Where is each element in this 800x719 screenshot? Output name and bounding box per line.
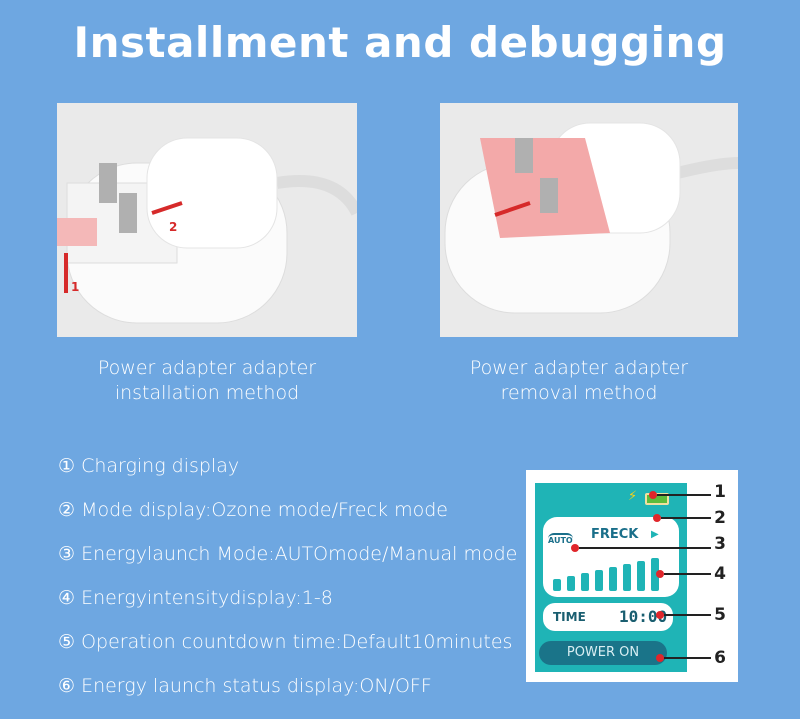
play-icon: ▶ — [651, 529, 659, 540]
callout-5: 5 — [714, 605, 726, 625]
caption-line: Power adapter adapter — [469, 357, 689, 379]
callout-6: 6 — [714, 648, 726, 668]
callout-3: 3 — [714, 534, 726, 554]
intensity-bars — [553, 557, 659, 591]
time-box: TIME 10:00 — [543, 603, 673, 631]
installation-photo: 2 1 — [57, 103, 357, 337]
feature-item: ③ Energylaunch Mode:AUTOmode/Manual mode — [58, 543, 518, 565]
auto-label: AUTO — [548, 533, 573, 545]
marker-1: 1 — [71, 280, 79, 294]
intensity-bar — [609, 567, 617, 591]
intensity-bar — [595, 570, 603, 591]
callout-1: 1 — [714, 482, 726, 502]
removal-photo — [440, 103, 738, 337]
removal-caption: Power adapter adapter removal method — [419, 356, 739, 406]
lightning-icon: ⚡ — [628, 489, 638, 504]
intensity-bar — [581, 573, 589, 591]
feature-item: ④ Energyintensitydisplay:1-8 — [58, 587, 333, 609]
intensity-bar — [567, 576, 575, 591]
time-value: 10:00 — [619, 607, 668, 626]
time-label: TIME — [553, 610, 586, 624]
callout-2: 2 — [714, 508, 726, 528]
installation-caption: Power adapter adapter installation metho… — [47, 356, 367, 406]
mode-box: AUTO FRECK ▶ — [543, 517, 679, 597]
feature-item: ⑤ Operation countdown time:Default10minu… — [58, 631, 513, 653]
intensity-bar — [651, 558, 659, 591]
caption-line: Power adapter adapter — [97, 357, 317, 379]
callout-4: 4 — [714, 564, 726, 584]
caption-line: installation method — [114, 382, 300, 404]
feature-list: ① Charging display ② Mode display:Ozone … — [58, 452, 517, 716]
feature-item: ② Mode display:Ozone mode/Freck mode — [58, 499, 448, 521]
caption-line: removal method — [500, 382, 658, 404]
mode-label: FRECK — [591, 527, 639, 542]
power-status: POWER ON — [539, 641, 667, 665]
display-diagram: ⚡ AUTO FRECK ▶ TIME 10:00 POWER ON 2 1 3… — [526, 470, 738, 682]
marker-2: 2 — [169, 220, 177, 234]
intensity-bar — [637, 561, 645, 591]
feature-item: ① Charging display — [58, 455, 240, 477]
feature-item: ⑥ Energy launch status display:ON/OFF — [58, 675, 432, 697]
page-title: Installment and debugging — [73, 18, 727, 67]
intensity-bar — [623, 564, 631, 591]
intensity-bar — [553, 579, 561, 591]
lcd-screen: ⚡ AUTO FRECK ▶ TIME 10:00 POWER ON — [535, 483, 687, 672]
